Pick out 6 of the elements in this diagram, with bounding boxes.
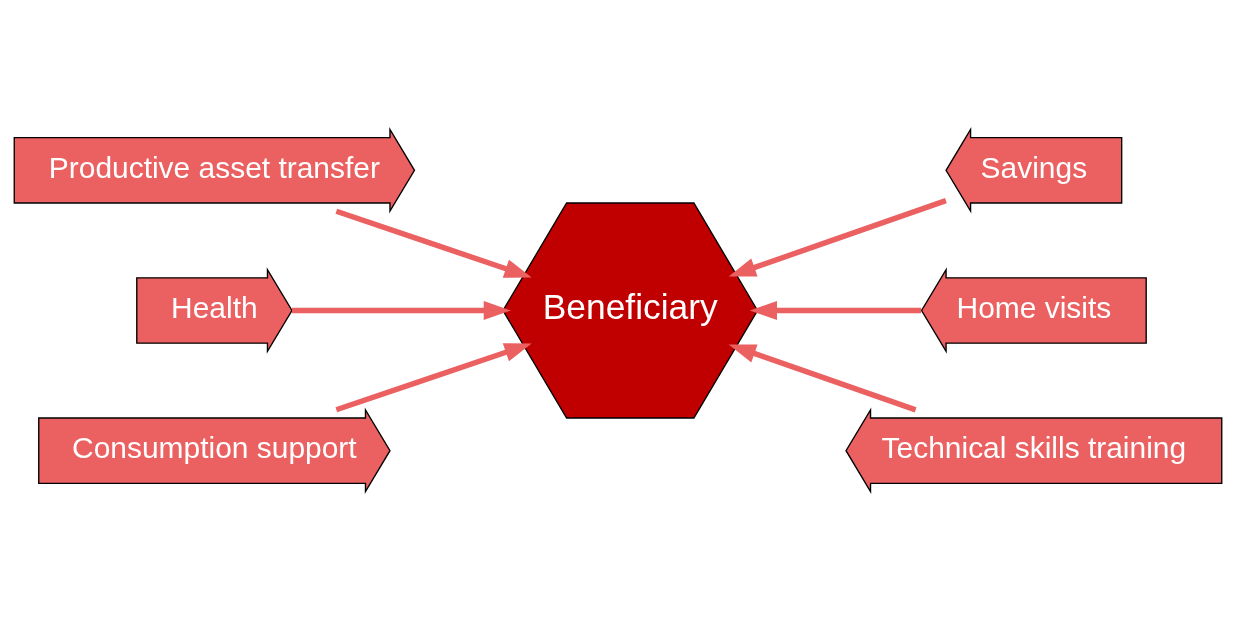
arrow <box>728 343 917 412</box>
arrow <box>335 342 532 412</box>
arrow <box>335 208 532 278</box>
arrow <box>728 197 947 277</box>
arrow <box>292 300 511 320</box>
arrow <box>749 300 922 320</box>
